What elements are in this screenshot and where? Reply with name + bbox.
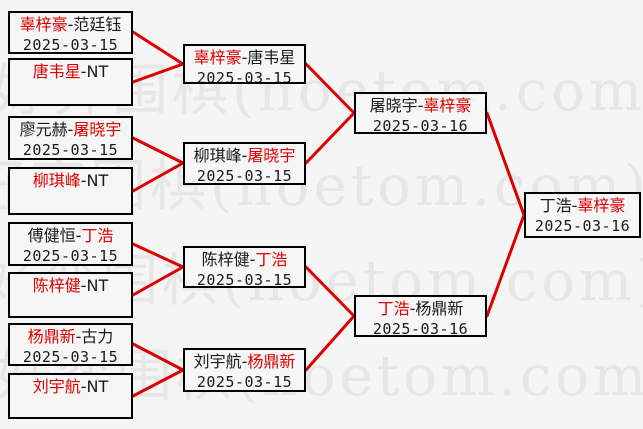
player-name: -NT [80,171,109,190]
player-name: 杨鼎新 [247,352,296,371]
match-box-r1-4: 柳琪峰-NT [8,167,133,215]
player-name: 丁浩 [255,250,288,269]
connector-line [304,265,356,318]
match-box-r2-3: 陈梓健-丁浩 2025-03-15 [183,246,306,288]
player-name: -NT [80,377,109,396]
connector-line [131,161,185,193]
connector-line [131,30,185,66]
match-box-r1-3: 廖元赫-屠晓宇 2025-03-15 [8,116,133,160]
match-date: 2025-03-16 [534,217,631,235]
match-pairing: 陈梓健-丁浩 [185,250,304,270]
match-pairing: 刘宇航-NT [10,377,131,397]
player-name: 丁浩 [377,299,410,318]
match-box-r1-7: 杨鼎新-古力 2025-03-15 [8,323,133,366]
player-name: -古力 [75,327,114,346]
player-name: 屠晓宇- [369,96,424,115]
connector-line [304,314,356,372]
match-pairing: 丁浩-辜梓豪 [526,196,639,216]
connector-line [131,368,185,398]
match-pairing: 丁浩-杨鼎新 [356,299,485,319]
match-box-r1-1: 辜梓豪-范廷钰 2025-03-15 [8,11,133,54]
match-box-sf-2: 丁浩-杨鼎新 2025-03-16 [354,295,487,337]
player-name: 屠晓宇 [247,146,296,165]
match-pairing: 陈梓健-NT [10,276,131,296]
player-name: -杨鼎新 [409,299,464,318]
match-date: 2025-03-15 [196,167,293,185]
player-name: -NT [80,62,109,81]
match-box-r1-5: 傅健恒-丁浩 2025-03-15 [8,222,133,266]
match-date: 2025-03-15 [196,69,293,84]
match-pairing: 杨鼎新-古力 [10,327,131,347]
match-pairing: 刘宇航-杨鼎新 [185,352,304,372]
match-date: 2025-03-15 [196,373,293,391]
player-name: 丁浩 [81,226,114,245]
player-name: 唐韦星 [32,62,81,81]
player-name: -NT [80,276,109,295]
connector-line [131,242,185,269]
player-name: 陈梓健- [201,250,256,269]
match-date: 2025-03-15 [22,141,119,159]
match-pairing: 傅健恒-丁浩 [10,226,131,246]
connector-line [131,265,185,297]
connector-line [304,62,356,115]
match-box-sf-1: 屠晓宇-辜梓豪 2025-03-16 [354,92,487,134]
match-pairing: 廖元赫-屠晓宇 [10,120,131,140]
player-name: 丁浩- [539,196,578,215]
match-box-r2-1: 辜梓豪-唐韦星 2025-03-15 [183,44,306,84]
connector-line [131,62,185,84]
connector-line [131,342,185,372]
connector-line [485,213,526,318]
match-date: 2025-03-16 [372,117,469,134]
match-box-r1-6: 陈梓健-NT [8,272,133,318]
match-pairing: 辜梓豪-唐韦星 [185,48,304,68]
match-box-r2-2: 柳琪峰-屠晓宇 2025-03-15 [183,142,306,185]
connector-line [131,136,185,165]
match-date: 2025-03-15 [22,36,119,54]
match-pairing: 屠晓宇-辜梓豪 [356,96,485,116]
match-box-final: 丁浩-辜梓豪 2025-03-16 [524,192,641,238]
player-name: 刘宇航- [193,352,248,371]
player-name: -唐韦星 [241,48,296,67]
player-name: 柳琪峰 [32,171,81,190]
player-name: 陈梓健 [32,276,81,295]
match-pairing: 辜梓豪-范廷钰 [10,15,131,35]
match-box-r1-8: 刘宇航-NT [8,373,133,419]
player-name: 杨鼎新 [27,327,76,346]
player-name: 傅健恒- [27,226,82,245]
player-name: 辜梓豪 [423,96,472,115]
connector-line [304,111,356,165]
connector-line [485,111,526,217]
match-pairing: 唐韦星-NT [10,62,131,82]
match-box-r1-2: 唐韦星-NT [8,58,133,106]
match-date: 2025-03-15 [22,247,119,265]
player-name: 辜梓豪 [19,15,68,34]
player-name: 刘宇航 [32,377,81,396]
match-date: 2025-03-15 [196,271,293,288]
player-name: 屠晓宇 [73,120,122,139]
player-name: -范廷钰 [67,15,122,34]
player-name: 柳琪峰- [193,146,248,165]
match-date: 2025-03-15 [22,348,119,366]
match-pairing: 柳琪峰-NT [10,171,131,191]
match-pairing: 柳琪峰-屠晓宇 [185,146,304,166]
player-name: 辜梓豪 [193,48,242,67]
player-name: 辜梓豪 [577,196,626,215]
match-date: 2025-03-16 [372,320,469,337]
player-name: 廖元赫- [19,120,74,139]
match-box-r2-4: 刘宇航-杨鼎新 2025-03-15 [183,348,306,392]
